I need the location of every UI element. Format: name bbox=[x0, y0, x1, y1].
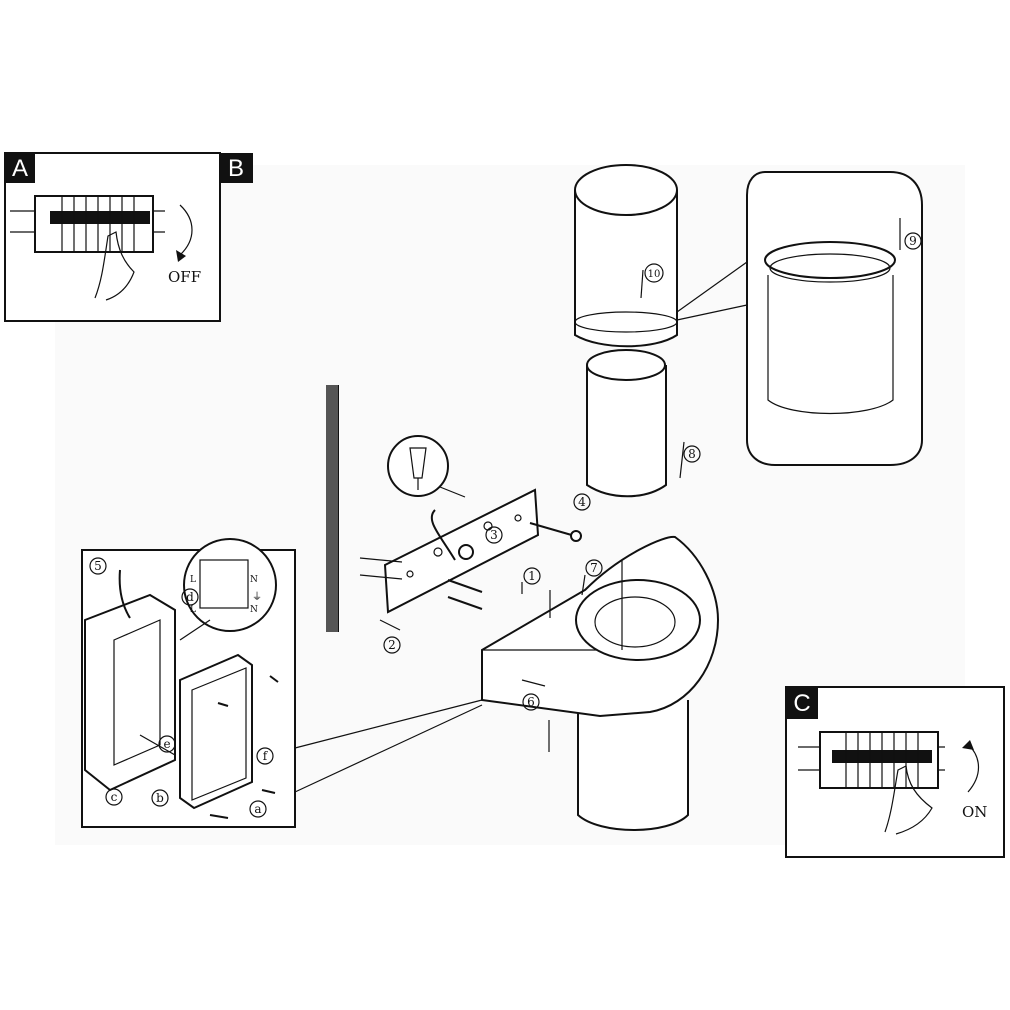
step-marker-10: 10 bbox=[644, 263, 664, 283]
gasket-callout bbox=[676, 171, 923, 466]
lamp-top bbox=[574, 164, 678, 498]
svg-text:7: 7 bbox=[590, 561, 598, 575]
direction-arrows bbox=[379, 218, 901, 687]
terminal-label-n-bottom: N bbox=[250, 605, 258, 615]
step-marker-2: 2 bbox=[383, 636, 401, 654]
breaker-row-off bbox=[34, 195, 154, 253]
svg-text:2: 2 bbox=[388, 638, 396, 652]
svg-text:4: 4 bbox=[578, 495, 586, 509]
svg-text:e: e bbox=[163, 737, 170, 751]
substep-marker-d: d bbox=[181, 588, 199, 606]
breaker-row-on bbox=[819, 731, 939, 789]
panel-c-letter: C bbox=[793, 690, 810, 717]
mounting-plate bbox=[359, 435, 582, 614]
arrow-icon bbox=[581, 574, 586, 596]
terminal-label-l-top: L bbox=[190, 575, 196, 585]
step-marker-7: 7 bbox=[585, 559, 603, 577]
step-marker-6: 6 bbox=[522, 693, 540, 711]
substep-marker-e: e bbox=[158, 735, 176, 753]
screw-icon bbox=[209, 814, 229, 819]
step-marker-8: 8 bbox=[683, 445, 701, 463]
screw-icon bbox=[269, 675, 279, 683]
hand-icon bbox=[94, 231, 135, 301]
breaker-off-panel: A B OFF bbox=[4, 152, 253, 322]
panel-b-letter: B bbox=[228, 155, 244, 182]
screw-icon bbox=[261, 789, 276, 794]
screw-icon bbox=[217, 702, 229, 707]
ground-symbol-icon: ⏚ bbox=[252, 591, 262, 603]
svg-text:6: 6 bbox=[527, 695, 535, 709]
svg-text:b: b bbox=[156, 791, 164, 805]
on-label: ON bbox=[962, 803, 987, 821]
wall-plug-callout bbox=[387, 435, 449, 497]
hand-icon bbox=[884, 765, 933, 835]
arrow-icon bbox=[679, 441, 685, 479]
junction-box-detail bbox=[81, 538, 483, 828]
wall bbox=[326, 385, 339, 632]
lamp-base bbox=[481, 535, 720, 831]
screw-icon bbox=[447, 596, 483, 610]
step-marker-4: 4 bbox=[573, 493, 591, 511]
substep-marker-b: b bbox=[151, 789, 169, 807]
off-label: OFF bbox=[168, 268, 201, 286]
svg-text:1: 1 bbox=[528, 569, 536, 583]
screw-icon bbox=[359, 557, 403, 563]
screw-icon bbox=[529, 522, 576, 537]
substep-marker-f: f bbox=[256, 747, 274, 765]
svg-text:a: a bbox=[254, 802, 261, 816]
svg-text:f: f bbox=[263, 749, 269, 763]
svg-text:9: 9 bbox=[909, 234, 917, 248]
svg-text:3: 3 bbox=[490, 528, 498, 542]
panel-a-badge bbox=[5, 153, 35, 183]
breaker-on-panel: C ON bbox=[785, 686, 1005, 858]
arrow-icon bbox=[379, 619, 401, 631]
svg-text:5: 5 bbox=[94, 559, 102, 573]
step-marker-3: 3 bbox=[485, 526, 503, 544]
panel-a-letter: A bbox=[12, 155, 28, 182]
terminal-block-callout bbox=[183, 538, 277, 632]
screw-icon bbox=[359, 574, 403, 580]
svg-text:d: d bbox=[186, 590, 194, 604]
rotate-down-arrow-icon bbox=[179, 204, 193, 256]
arrow-icon bbox=[640, 269, 644, 299]
terminal-label-n-top: N bbox=[250, 575, 258, 585]
step-marker-1: 1 bbox=[523, 567, 541, 585]
step-marker-5: 5 bbox=[89, 557, 107, 575]
terminal-label-l-bottom: L bbox=[190, 605, 196, 615]
svg-text:8: 8 bbox=[688, 447, 696, 461]
svg-text:c: c bbox=[111, 790, 118, 804]
substep-marker-c: c bbox=[105, 788, 123, 806]
step-marker-9: 9 bbox=[904, 232, 922, 250]
panel-b-badge bbox=[220, 153, 253, 183]
screw-icon bbox=[447, 579, 483, 593]
svg-text:10: 10 bbox=[648, 269, 661, 280]
arrow-icon bbox=[521, 679, 546, 687]
substep-marker-a: a bbox=[249, 800, 267, 818]
panel-c-badge bbox=[786, 687, 818, 719]
